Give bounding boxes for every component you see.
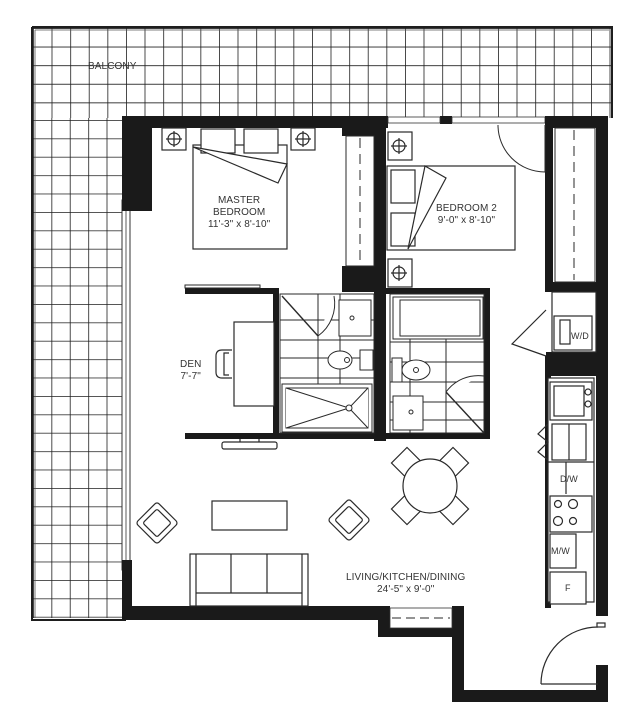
sofa bbox=[189, 553, 309, 607]
master-closet bbox=[345, 135, 375, 267]
bedroom2-dimensions: 9'-0" x 8'-10" bbox=[437, 215, 496, 226]
entry-door bbox=[540, 622, 606, 685]
master-bedroom-name-2: BEDROOM bbox=[212, 207, 266, 218]
window-wall-left bbox=[121, 199, 131, 571]
den-label: DEN 7'-7" bbox=[180, 359, 201, 383]
master-bedroom-name: MASTER bbox=[217, 195, 261, 206]
master-bed bbox=[192, 128, 288, 250]
bedroom2-door bbox=[497, 124, 546, 173]
laundry-closet bbox=[510, 291, 597, 357]
living-label: LIVING/KITCHEN/DINING 24'-5" x 9'-0" bbox=[346, 572, 465, 596]
kitchen-counter bbox=[537, 377, 595, 605]
washer-dryer-label: W/D bbox=[571, 331, 589, 341]
fridge-label: F bbox=[565, 583, 571, 593]
bedroom2-bed bbox=[386, 165, 516, 251]
dishwasher-label: D/W bbox=[560, 474, 578, 484]
bedroom2-nightstand-icon bbox=[387, 131, 413, 288]
microwave-label: M/W bbox=[551, 546, 570, 556]
bedroom2-label: BEDROOM 2 9'-0" x 8'-10" bbox=[436, 203, 497, 227]
den-dimensions: 7'-7" bbox=[180, 371, 201, 382]
master-bedroom-label: MASTER BEDROOM 11'-3" x 8'-10" bbox=[208, 195, 270, 231]
balcony-label: BALCONY bbox=[88, 61, 137, 72]
tv bbox=[221, 439, 278, 450]
bedroom2-closet bbox=[554, 127, 596, 283]
living-name: LIVING/KITCHEN/DINING bbox=[346, 572, 466, 583]
armchair bbox=[136, 499, 370, 544]
dining-table bbox=[390, 446, 470, 526]
bottom-window bbox=[389, 607, 453, 629]
den-name: DEN bbox=[180, 359, 202, 370]
nightstand-lamp-icon bbox=[161, 127, 316, 151]
ensuite-bathroom bbox=[279, 293, 375, 434]
main-bathroom bbox=[389, 293, 485, 434]
top-windows bbox=[387, 116, 546, 124]
master-bedroom-dimensions: 11'-3" x 8'-10" bbox=[208, 219, 271, 230]
den-desk bbox=[215, 321, 275, 407]
bedroom2-name: BEDROOM 2 bbox=[436, 203, 497, 214]
den-partition bbox=[184, 284, 261, 289]
exterior-walls bbox=[122, 116, 608, 702]
balcony bbox=[31, 26, 613, 621]
coffee-table bbox=[211, 500, 288, 531]
living-dimensions: 24'-5" x 9'-0" bbox=[377, 584, 435, 595]
